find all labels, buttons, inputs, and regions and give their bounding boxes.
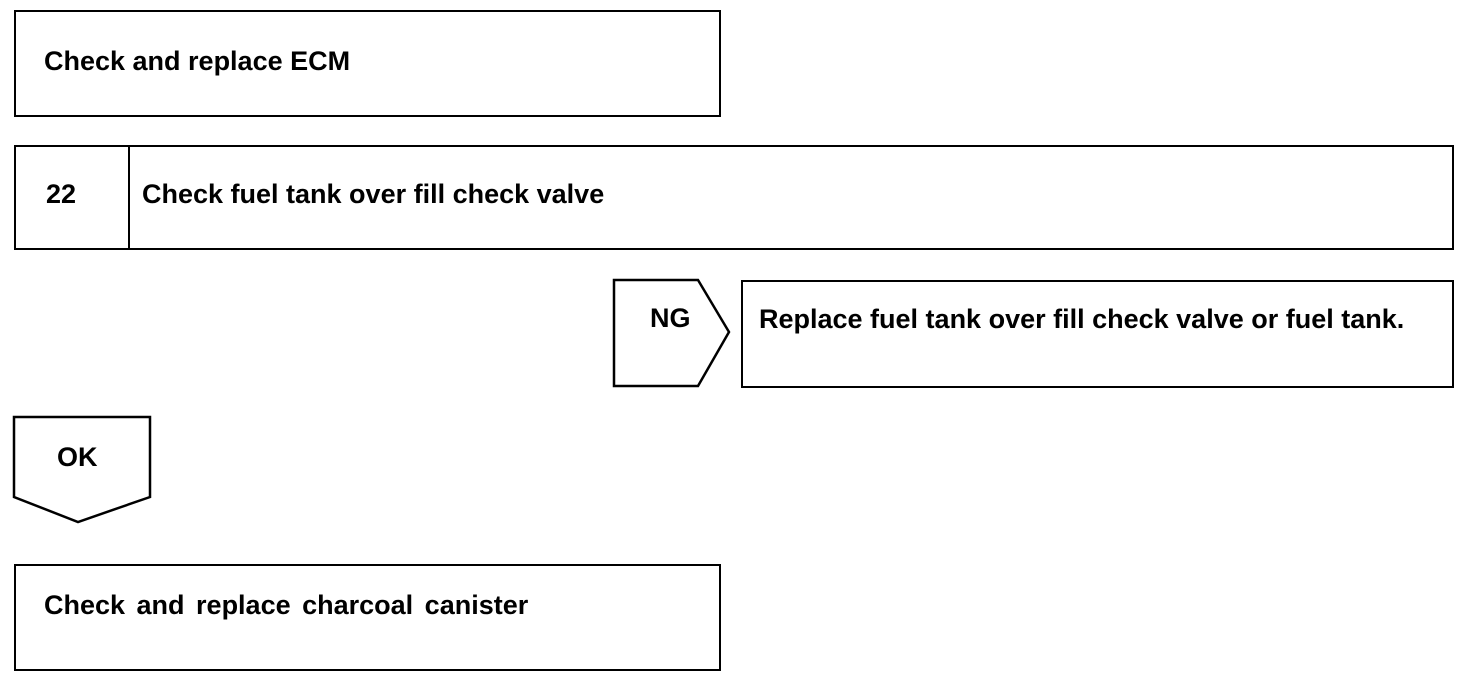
ng-action-box: Replace fuel tank over fill check valve …: [741, 280, 1454, 388]
ok-arrow-shape: [12, 415, 152, 524]
ng-label: NG: [650, 303, 691, 333]
ng-action-text: Replace fuel tank over fill check valve …: [759, 304, 1405, 334]
step-divider: [128, 147, 130, 248]
step-22-box: 22 Check fuel tank over fill check valve: [14, 145, 1454, 250]
ecm-check-box: Check and replace ECM: [14, 10, 721, 117]
ok-action-text: Check and replace charcoal canister: [44, 590, 529, 620]
ecm-check-text: Check and replace ECM: [44, 46, 351, 76]
ng-arrow-shape: [612, 278, 731, 388]
ok-action-box: Check and replace charcoal canister: [14, 564, 721, 671]
step-number: 22: [46, 179, 77, 209]
ok-label: OK: [57, 442, 98, 472]
ng-arrow-tag: [612, 278, 731, 388]
ok-arrow-tag: [12, 415, 152, 524]
step-title: Check fuel tank over fill check valve: [142, 179, 605, 209]
